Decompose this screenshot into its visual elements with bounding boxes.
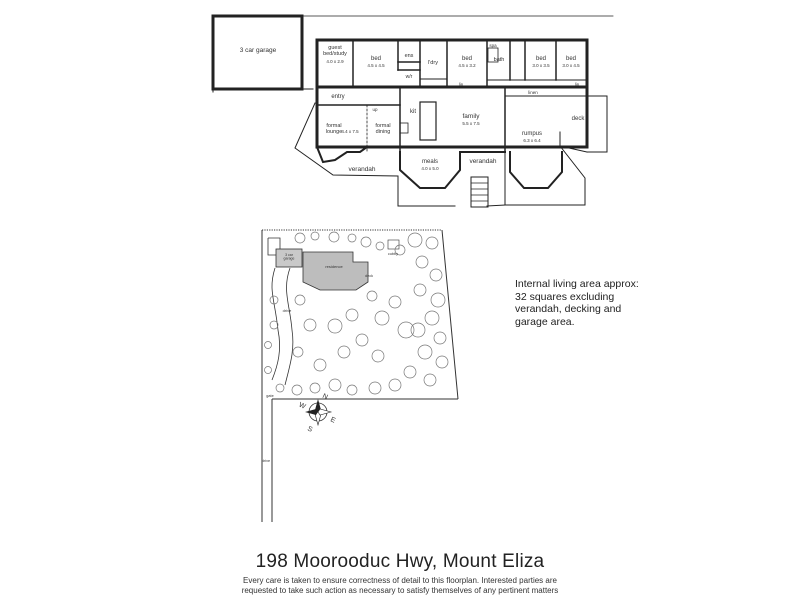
room-bed4: bed <box>566 56 576 62</box>
room-kit: kit <box>410 109 416 115</box>
room-guest-line1: guest <box>328 45 342 51</box>
site-residence <box>302 251 369 291</box>
site-deck-label: deck <box>365 274 373 278</box>
room-bath: bath <box>494 57 505 63</box>
room-bed1: bed <box>371 56 381 62</box>
garage-outline <box>211 14 304 91</box>
room-deck: deck <box>572 116 586 122</box>
compass-rose: N S E W <box>297 393 336 434</box>
room-formal-dim: 4.4 x 7.5 <box>341 129 359 134</box>
room-linen: linen <box>528 90 538 95</box>
compass-e: E <box>329 416 336 424</box>
site-gate-label: gate <box>266 394 273 398</box>
room-bed1-dim: 4.5 x 4.5 <box>367 63 385 68</box>
area-note: Internal living area approx: 32 squares … <box>515 278 639 328</box>
room-ldry: l'dry <box>428 60 438 66</box>
room-formal-lounge-line2: lounge <box>326 129 343 135</box>
room-lin-1: lin <box>459 82 464 87</box>
site-boundary <box>261 229 459 522</box>
site-drive-top: drive <box>283 308 292 313</box>
room-rumpus-dim: 6.3 x 6.4 <box>523 138 541 143</box>
site-garage-label-line2: garage <box>284 257 295 261</box>
room-rumpus: rumpus <box>522 131 542 137</box>
site-drive-bottom: drive <box>262 459 270 463</box>
compass-n: N <box>321 393 329 401</box>
floorplan-walls <box>211 14 614 208</box>
room-guest-dim: 4.0 x 2.9 <box>326 59 344 64</box>
site-buildings <box>275 239 400 291</box>
site-trees <box>264 231 449 396</box>
room-bed4-dim: 3.0 x 4.5 <box>562 63 580 68</box>
site-residence-label: residence <box>325 264 343 269</box>
room-family-dim: 5.5 x 7.5 <box>462 121 480 126</box>
room-meals-dim: 4.0 x 5.0 <box>421 166 439 171</box>
room-formal-dining-line2: dining <box>376 129 391 135</box>
living-wing <box>315 85 589 149</box>
room-entry: entry <box>331 94 344 100</box>
room-guest-line1-line2: bed/study <box>323 51 347 57</box>
room-family: family <box>463 113 481 120</box>
site-cubby-label: cubby <box>388 252 398 256</box>
room-spa: spa <box>489 43 497 48</box>
room-bed2: bed <box>462 56 472 62</box>
room-verandah-center: verandah <box>469 158 496 165</box>
property-title: 198 Moorooduc Hwy, Mount Eliza <box>255 551 545 572</box>
compass-s: S <box>306 426 313 434</box>
room-garage: 3 car garage <box>240 47 277 54</box>
disclaimer: Every care is taken to ensure correctnes… <box>241 576 559 595</box>
room-verandah-left: verandah <box>348 166 375 173</box>
svg-text:3 car garage: 3 car garage <box>240 47 277 54</box>
stair-up: up <box>372 107 378 112</box>
room-lin-2: lin <box>575 82 580 87</box>
room-bed3-dim: 3.0 x 3.5 <box>532 63 550 68</box>
room-wir: w/r <box>406 74 413 80</box>
room-bed2-dim: 4.5 x 3.2 <box>458 63 476 68</box>
compass-w: W <box>297 402 306 411</box>
room-meals: meals <box>422 159 438 165</box>
room-bed3: bed <box>536 56 546 62</box>
room-ens: ens <box>405 53 414 59</box>
site-garage <box>275 248 303 268</box>
